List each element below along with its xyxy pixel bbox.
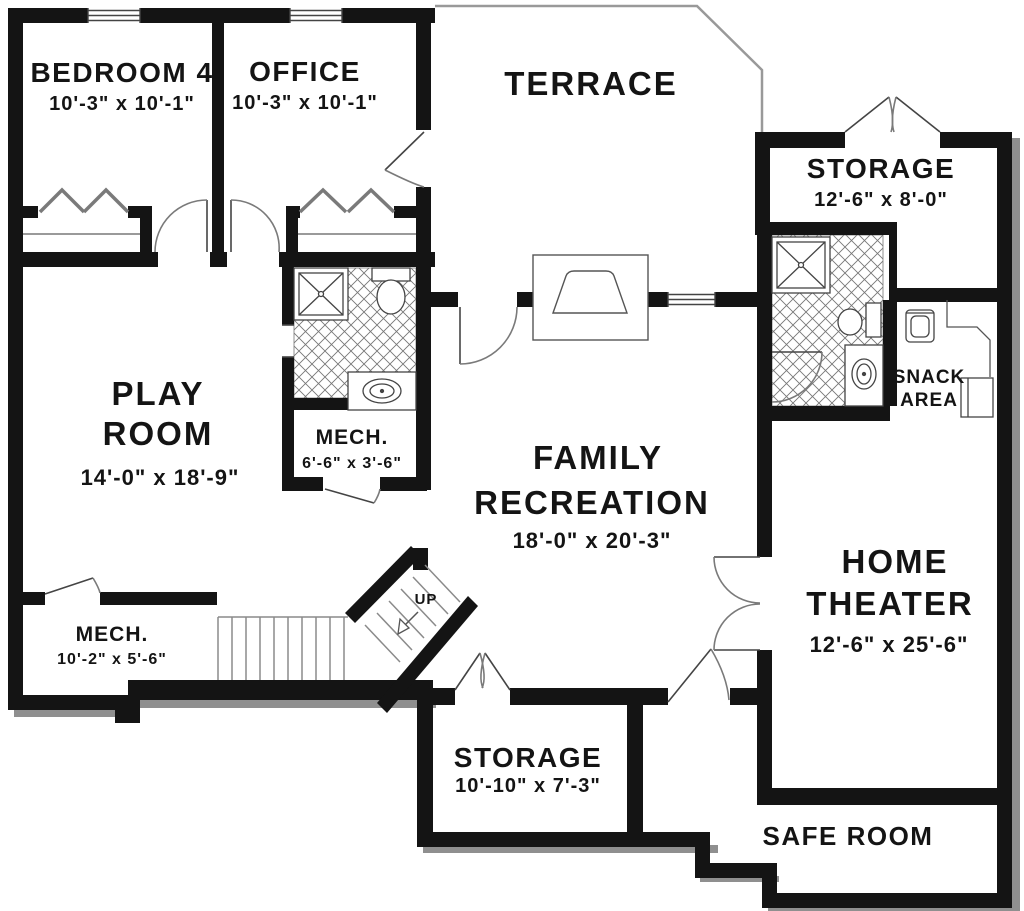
- bedroom-window: [87, 8, 141, 23]
- vanity-sink-icon: [844, 344, 884, 407]
- wall-shadows: [14, 138, 1020, 911]
- room-label-family-line2: RECREATION: [474, 484, 710, 521]
- bedroom-door-arc: [154, 199, 208, 253]
- room-label-mech-middle: MECH.: [316, 426, 389, 449]
- room-dims-home-theater: 12'-6" x 25'-6": [810, 632, 969, 657]
- stairs-diagonal-run: [364, 564, 461, 663]
- room-label-bedroom4: BEDROOM 4: [30, 57, 213, 88]
- bathroom-middle-fixtures: [293, 267, 417, 411]
- closet-bifold-icons: [38, 187, 396, 214]
- family-entry-door-arc: [459, 306, 518, 365]
- snack-sink-icon: [905, 309, 935, 343]
- room-dims-family: 18'-0" x 20'-3": [513, 528, 672, 553]
- room-dims-bedroom4: 10'-3" x 10'-1": [49, 93, 195, 115]
- closet-door-icon: [82, 187, 130, 214]
- vanity-sink-icon: [347, 371, 417, 411]
- office-door-arc: [230, 199, 280, 253]
- mech-middle-door: [324, 488, 381, 504]
- room-label-office: OFFICE: [249, 56, 361, 87]
- room-label-mech-lower: MECH.: [76, 623, 149, 646]
- stairs-straight-run: [217, 616, 348, 680]
- closet-door-icon: [346, 187, 396, 214]
- room-dims-storage-upper: 12'-6" x 8'-0": [814, 189, 948, 211]
- bathroom-right-door-arc: [771, 351, 823, 403]
- room-label-family-line1: FAMILY: [533, 439, 663, 476]
- office-terrace-door-arc: [384, 131, 425, 188]
- room-label-storage-upper: STORAGE: [807, 153, 955, 184]
- room-label-play-room-line1: PLAY: [112, 375, 205, 412]
- bathroom-middle-opening: [282, 324, 294, 358]
- room-label-storage-lower: STORAGE: [454, 742, 602, 773]
- room-dims-office: 10'-3" x 10'-1": [232, 92, 378, 114]
- storage-lower-double-doors: [454, 652, 511, 691]
- closet-door-icon: [38, 187, 86, 214]
- room-dims-play-room: 14'-0" x 18'-9": [81, 465, 240, 490]
- fireplace-icon: [532, 254, 649, 341]
- stairs-up-arrow-icon: [397, 611, 419, 636]
- room-label-play-room-line2: ROOM: [103, 415, 214, 452]
- refrigerator-icon: [960, 377, 994, 418]
- room-label-home-theater-line1: HOME: [842, 543, 949, 580]
- windows: [87, 8, 716, 307]
- family-recreation-window: [667, 292, 716, 307]
- mech-lower-door: [44, 577, 101, 595]
- room-label-safe-room: SAFE ROOM: [763, 821, 934, 851]
- shower-icon: [293, 267, 349, 321]
- room-label-home-theater-line2: THEATER: [806, 585, 973, 622]
- closet-door-icon: [298, 187, 348, 214]
- snack-area-fixtures: [905, 300, 994, 418]
- toilet-icon: [371, 267, 411, 315]
- home-theater-double-door-arcs: [713, 556, 761, 651]
- doors: [44, 96, 941, 703]
- room-label-snack-line2: AREA: [900, 390, 958, 411]
- shower-icon: [771, 236, 831, 294]
- room-dims-storage-lower: 10'-10" x 7'-3": [455, 775, 601, 797]
- storage-upper-french-doors: [844, 96, 941, 133]
- stairs-up-label: UP: [415, 591, 438, 608]
- room-label-terrace: TERRACE: [504, 65, 678, 102]
- stairs: [217, 564, 461, 680]
- counter-edge: [946, 300, 991, 377]
- bathroom-right-fixtures: [771, 236, 884, 407]
- room-dims-mech-middle: 6'-6" x 3'-6": [302, 455, 402, 472]
- toilet-icon: [837, 302, 882, 338]
- room-label-snack-line1: SNACK: [893, 367, 966, 388]
- walls: [8, 8, 1012, 908]
- terrace-boundary-line: [435, 4, 764, 132]
- room-dims-mech-lower: 10'-2" x 5'-6": [57, 651, 167, 668]
- office-window: [289, 8, 343, 23]
- room-labels: BEDROOM 4 10'-3" x 10'-1" OFFICE 10'-3" …: [30, 56, 973, 851]
- safe-room-corridor-door-arc: [667, 648, 730, 703]
